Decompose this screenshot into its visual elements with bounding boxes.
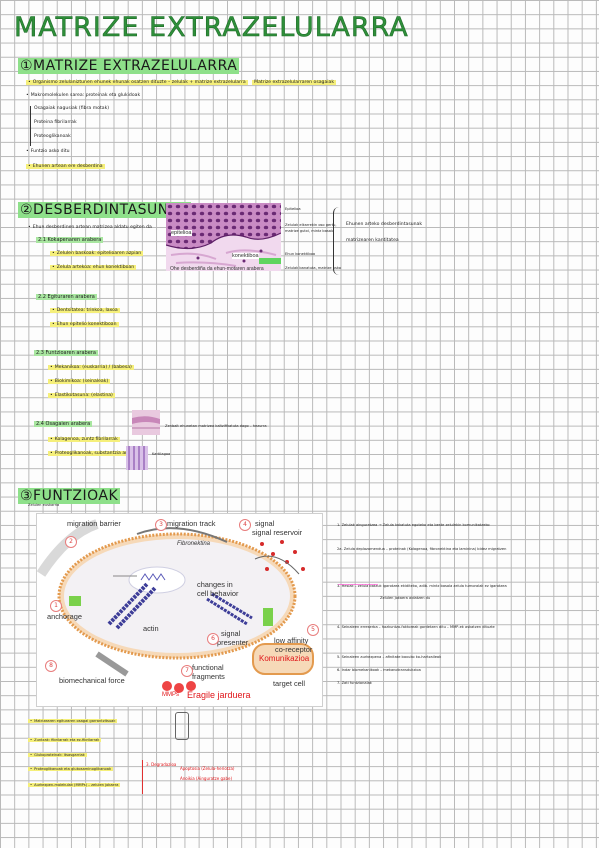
section-1-notes: Organismo zelulaniztunen ehunek ehunak o… [26, 80, 346, 169]
item-2-4-line-2: Proteoglikanoak, substantzia amorfoa [48, 451, 144, 456]
section-1-line-1: Organismo zelulaniztunen ehunek ehunak o… [26, 80, 346, 85]
bottom-red-1: 3. Degradazioa [146, 762, 177, 767]
bottom-note-2: Zuntzak: fibrilarrak eta ez-fibrilarrak [28, 738, 102, 743]
label-epitelioa: epitelioa [171, 230, 192, 236]
figure-number-2: 2 [65, 536, 77, 548]
section-3-heading-text: ③FUNTZIOAK [18, 488, 121, 504]
figure-number-1: 1 [50, 600, 62, 612]
label-target-cell: target cell [273, 679, 306, 688]
item-2-2-line-2: Ehun epitelio konektiboan [50, 322, 119, 327]
section-1-line-5: Proteoglikanoak [34, 134, 71, 139]
section-1-heading: ①MATRIZE EXTRAZELULARRA [18, 58, 240, 74]
label-presenter: presenter [217, 638, 249, 647]
side-note-2: Zelulak elkarrekin oso gertu, [285, 223, 337, 227]
item-2-3-line-1: Mekanikoa: (euskarria) / (babesa) [48, 365, 134, 370]
item-2-3-line-2: Biokimikoa: (seinaleak) [48, 379, 111, 384]
right-note-6: 6. Indar biomekanikoak – mekanotransdukz… [337, 668, 421, 672]
section-2-intro: Ehun desberdinen artean matrizea aldatu … [28, 225, 152, 230]
item-2-3-line-3: Elastikotasuna: (elastina) [48, 393, 115, 398]
small-diagram [175, 712, 189, 740]
figure-number-8: 8 [45, 660, 57, 672]
right-note-3: 3. Hesiak – zelula batzuk igarotzea ekid… [337, 584, 507, 588]
side-note-1: Epitelioa [285, 207, 301, 211]
label-mmps: MMPs [162, 692, 179, 698]
pink-marker [338, 584, 378, 585]
right-note-7: 7. Zati funtzionalak [337, 681, 372, 685]
label-migration-barrier: migration barrier [67, 519, 121, 528]
item-2-2-label: 2.2 Egituraren arabera [36, 294, 97, 300]
label-anchorage: anchorage [47, 612, 82, 621]
label-eragile-jarduera: Eragile jarduera [187, 690, 251, 700]
section-1-line-4: Proteina fibrilarrak [34, 120, 77, 125]
label-actin: actin [143, 624, 159, 633]
item-2-4-label: 2.4 Osagaien arabera [34, 421, 93, 427]
section-1-line-2: Makromolekulen sarea: proteinak eta gluk… [26, 93, 346, 98]
label-konektiboa: konektiboa [232, 253, 259, 259]
bottom-note-3: Glukoproteinak: itsasgarriak [28, 753, 87, 758]
label-functional: functional [192, 663, 224, 672]
small-note-2: Kartilagoa [152, 452, 171, 456]
page-title: MATRIZE EXTRAZELULARRA [14, 12, 409, 44]
right-note-8: Zelulen jokaera aldatzen du [380, 596, 431, 600]
section-3-subheading: Zelulen euskarria [28, 503, 60, 507]
histology-caption: Ohe desberdiña da ehun-motaren arabera [170, 266, 264, 272]
figure-number-3: 3 [155, 519, 167, 531]
section-1-line-6: Funtzio asko ditu [26, 149, 346, 154]
figure-number-4: 4 [239, 519, 251, 531]
section-2-heading-text: ②DESBERDINTASUNAK [18, 202, 191, 218]
ecm-function-figure: migration barrier migration track signal… [36, 513, 323, 707]
section-1-line-7: Ehunen artean ere desberdina [26, 164, 346, 169]
thumb-image-2 [126, 446, 148, 470]
small-note-1: Zenbait ehunetan matrizea kaltzifikatuta… [165, 424, 267, 428]
item-2-1-line-2: Zelula artekoa: ehun konektiboan [50, 265, 137, 270]
item-2-2-line-1: Dentsitatea: trinkoa, laxoa [50, 308, 120, 313]
bottom-red-2: Apoptosia (Zelula-heriotza) [180, 766, 235, 771]
label-komunikazioa: Komunikazioa [259, 654, 310, 663]
figure-number-7: 7 [181, 665, 193, 677]
label-changes: changes in [197, 580, 233, 589]
right-note-2: 2a. Zelula deplazamendua – proteinak (Ko… [337, 547, 507, 551]
label-migration-track: migration track [167, 519, 216, 528]
section-1-bracket [30, 106, 33, 146]
label-signal-reservoir: signal reservoir [252, 528, 303, 537]
label-co-receptor: co-receptor [275, 645, 313, 654]
label-fragments: fragments [192, 672, 225, 681]
label-cell-behavior: cell behavior [197, 589, 239, 598]
bottom-note-1: Matrizearen egituraren osagai garrantzit… [28, 719, 118, 724]
label-fibronektina: Fibronektina [177, 541, 211, 547]
right-note-1: 1. Zelulak ainguratzea → Zelula kokatuta… [337, 523, 490, 527]
bottom-red-3: Anoikia (Ainguratze gabe) [180, 776, 233, 781]
histology-image [166, 203, 281, 271]
figure-number-6: 6 [207, 633, 219, 645]
side-note-3: matrize gutxi, mintz basala [285, 229, 335, 233]
side-note-5: Zelulak banatuta, matrize asko [285, 266, 341, 270]
section-2-heading: ②DESBERDINTASUNAK [18, 202, 191, 218]
thumb-image-1 [132, 410, 160, 435]
right-note-4: 4. Seinaleen erreserba – hazkuntza-fakto… [337, 625, 495, 629]
label-signal: signal [221, 629, 241, 638]
brace-note-2: matrizearen kantitatea [346, 238, 399, 243]
item-2-1-line-1: Zelulen baskoak: epitelioaren azpian [50, 251, 144, 256]
item-2-1-label: 2.1 Kokapenaren arabera [36, 237, 104, 243]
bottom-note-5: Aurkezpen-molekulak (MMPs) – zelulen jok… [28, 783, 121, 788]
side-note-4: Ehun konektiboa [285, 252, 316, 256]
right-note-5: 5. Seinaleen aurkezpena – afinitate baxu… [337, 655, 442, 659]
section-1-line-3: Osagaiak nagusiak (fibra motak) [34, 106, 110, 111]
item-2-4-line-1: Kolagenoa, zuntz fibrilarrak [48, 437, 120, 442]
figure-number-5: 5 [307, 624, 319, 636]
red-bracket [142, 760, 161, 794]
brace [333, 207, 340, 275]
section-3-heading: ③FUNTZIOAK [18, 488, 121, 504]
brace-note-1: Ehunen arteko desberdintasunak [346, 222, 423, 227]
label-low-affinity: low affinity [274, 636, 309, 645]
label-signal-reservoir-1: signal [255, 519, 275, 528]
section-1-heading-text: ①MATRIZE EXTRAZELULARRA [18, 58, 240, 74]
green-marker [259, 258, 281, 264]
item-2-3-label: 2.3 Funtzioaren arabera [34, 350, 98, 356]
bottom-note-4: Proteoglikanoak eta glukosaminoglikanoak [28, 767, 114, 772]
label-biomechanical-force: biomechanical force [59, 676, 125, 685]
